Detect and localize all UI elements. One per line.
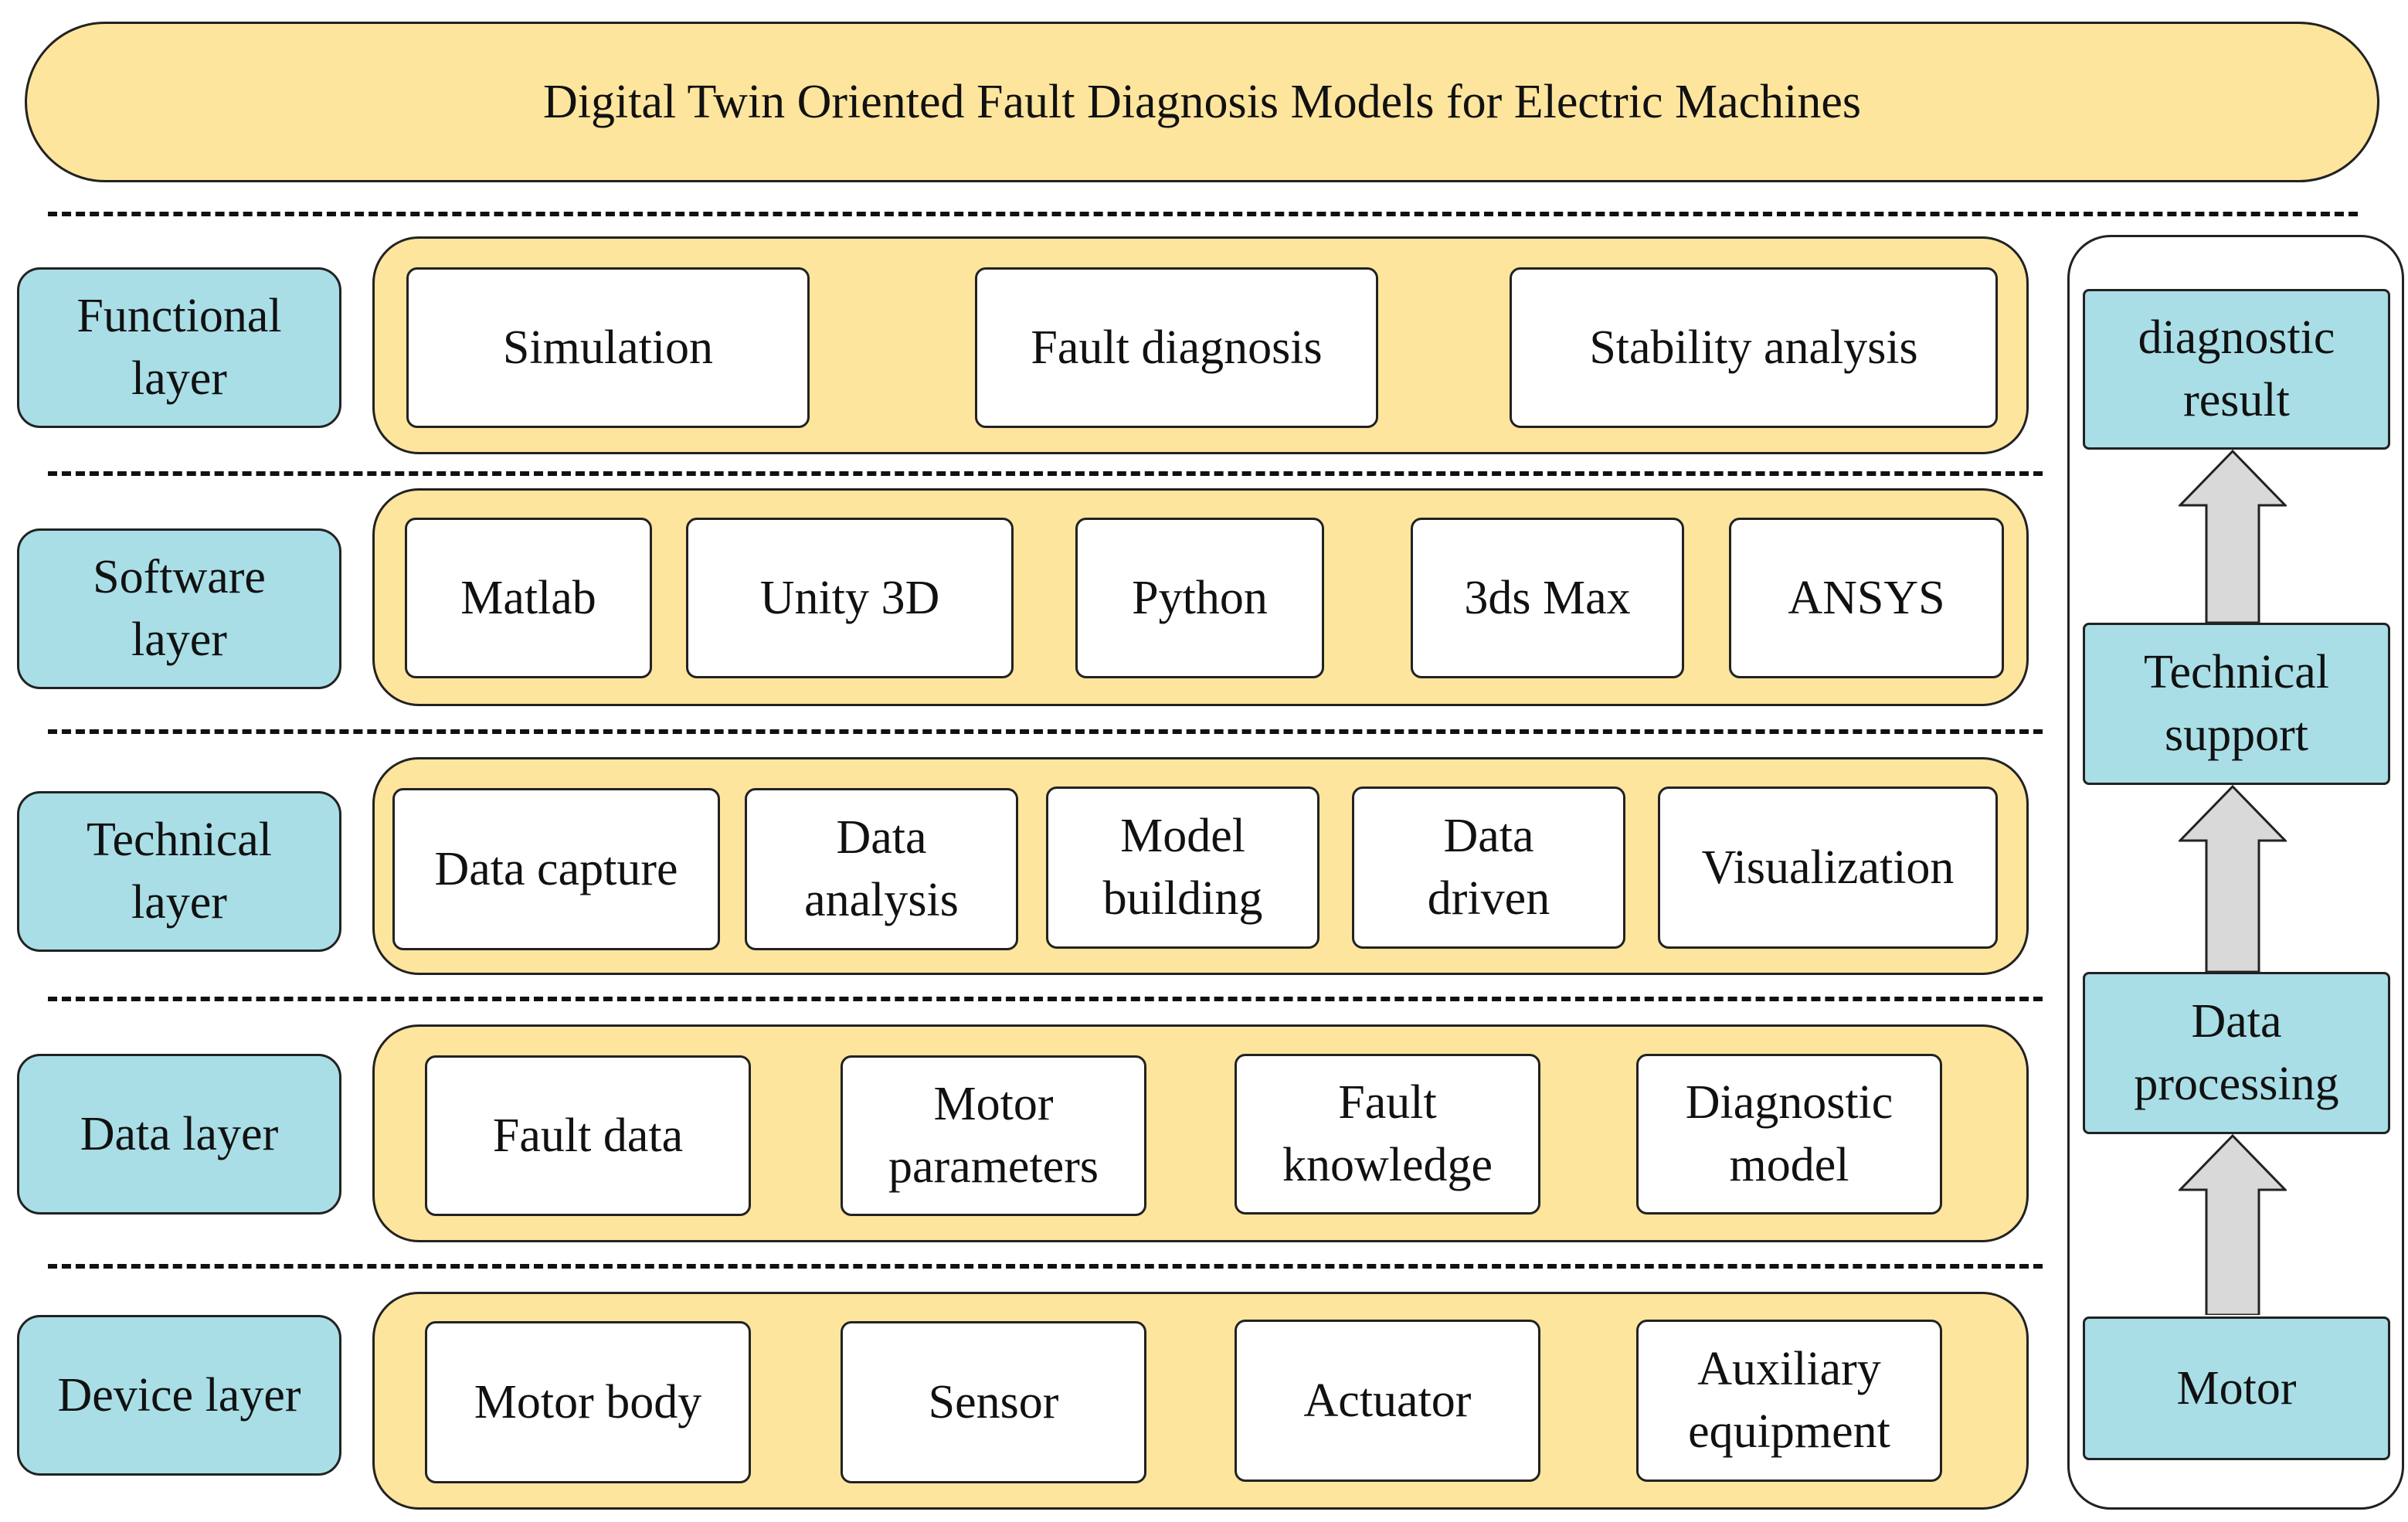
flow-data-processing: Data processing bbox=[2083, 972, 2390, 1134]
item-ansys: ANSYS bbox=[1729, 518, 2004, 678]
separator-line bbox=[48, 212, 2358, 216]
item-actuator: Actuator bbox=[1235, 1320, 1540, 1482]
item-model-building: Model building bbox=[1046, 786, 1319, 949]
item-fault-data: Fault data bbox=[425, 1055, 751, 1216]
item-data-analysis: Data analysis bbox=[745, 788, 1018, 950]
up-arrow-icon bbox=[2179, 785, 2287, 972]
separator-line bbox=[48, 997, 2043, 1001]
flow-diagnostic-result: diagnostic result bbox=[2083, 289, 2390, 450]
up-arrow-icon bbox=[2179, 450, 2287, 623]
item-unity-3d: Unity 3D bbox=[686, 518, 1014, 678]
separator-line bbox=[48, 471, 2043, 476]
item-motor-body: Motor body bbox=[425, 1321, 751, 1483]
item-data-capture: Data capture bbox=[392, 788, 720, 950]
item-fault-diagnosis: Fault diagnosis bbox=[975, 267, 1378, 428]
separator-line bbox=[48, 1264, 2043, 1269]
item-visualization: Visualization bbox=[1658, 786, 1998, 949]
item-python: Python bbox=[1075, 518, 1324, 678]
item-auxiliary-equipment: Auxiliary equipment bbox=[1636, 1320, 1942, 1482]
layer-label-device: Device layer bbox=[17, 1315, 341, 1476]
diagram-title: Digital Twin Oriented Fault Diagnosis Mo… bbox=[542, 75, 1862, 128]
item-matlab: Matlab bbox=[405, 518, 652, 678]
item-fault-knowledge: Fault knowledge bbox=[1235, 1054, 1540, 1215]
separator-line bbox=[48, 729, 2043, 734]
layer-label-data: Data layer bbox=[17, 1054, 341, 1215]
layer-label-functional: Functional layer bbox=[17, 267, 341, 428]
title-banner: Digital Twin Oriented Fault Diagnosis Mo… bbox=[25, 22, 2379, 182]
item-data-driven: Data driven bbox=[1352, 786, 1625, 949]
layer-label-technical: Technical layer bbox=[17, 791, 341, 952]
flow-motor: Motor bbox=[2083, 1316, 2390, 1460]
layer-label-software: Software layer bbox=[17, 528, 341, 689]
up-arrow-icon bbox=[2179, 1134, 2287, 1315]
flow-technical-support: Technical support bbox=[2083, 623, 2390, 785]
item-stability-analysis: Stability analysis bbox=[1510, 267, 1998, 428]
item-3ds-max: 3ds Max bbox=[1411, 518, 1684, 678]
item-motor-parameters: Motor parameters bbox=[841, 1055, 1146, 1216]
item-simulation: Simulation bbox=[406, 267, 810, 428]
item-diagnostic-model: Diagnostic model bbox=[1636, 1054, 1942, 1215]
item-sensor: Sensor bbox=[841, 1321, 1146, 1483]
